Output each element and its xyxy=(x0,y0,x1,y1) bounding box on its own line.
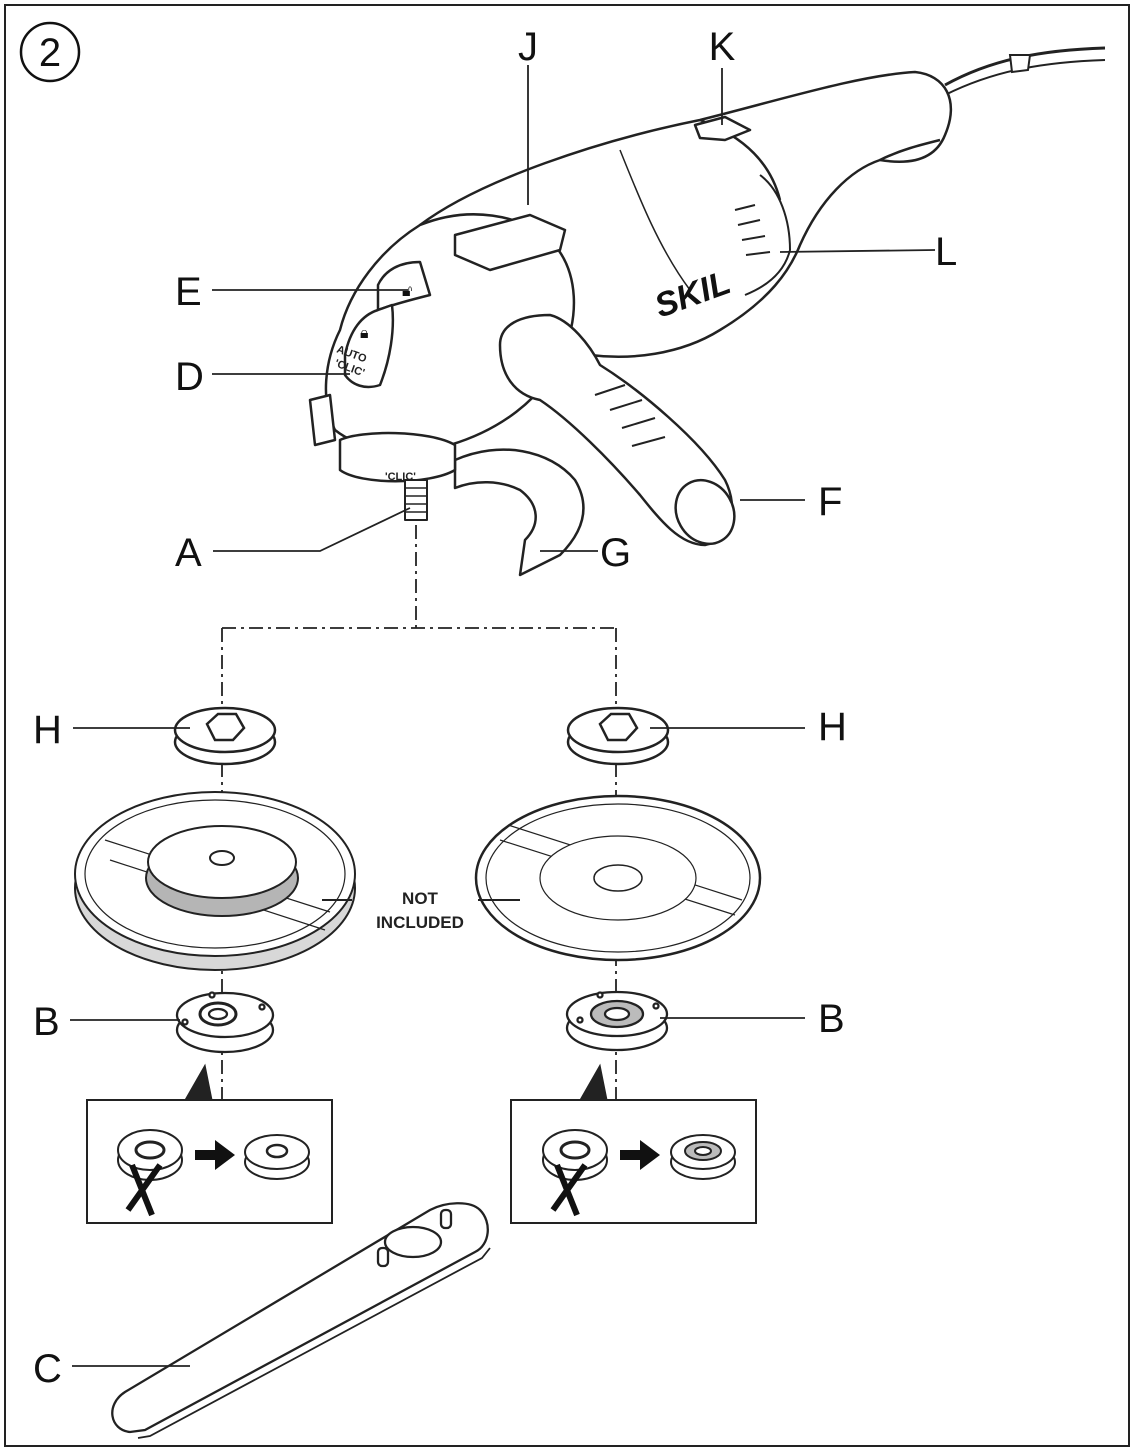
angle-grinder xyxy=(308,70,953,577)
right-support-flange xyxy=(565,990,669,1052)
left-grinding-disc xyxy=(74,791,356,971)
arrow-right-icon xyxy=(195,1140,235,1170)
label-D: D xyxy=(175,355,204,399)
label-E: E xyxy=(175,270,202,314)
label-K: K xyxy=(709,25,736,69)
right-cutting-disc xyxy=(474,794,762,962)
figure-number-badge: 2 xyxy=(19,21,81,83)
label-F: F xyxy=(818,480,842,524)
label-H-right: H xyxy=(818,705,847,749)
scissors-icon xyxy=(125,1163,163,1217)
ventilation-slots xyxy=(734,174,791,296)
right-detail-box xyxy=(510,1063,757,1224)
lock-on-switch xyxy=(693,115,752,142)
spindle xyxy=(404,479,428,521)
left-clamp-nut xyxy=(173,706,277,766)
figure-number: 2 xyxy=(39,31,61,75)
not-included-line2: INCLUDED xyxy=(376,913,464,932)
lock-icon: 🔒︎ xyxy=(360,323,369,342)
on-off-switch xyxy=(453,213,567,272)
not-included-line1: NOT xyxy=(402,889,439,908)
left-support-flange xyxy=(175,991,275,1054)
arrow-right-icon xyxy=(620,1140,660,1170)
figure-border xyxy=(4,4,1130,1447)
clic-marking: 'CLIC' xyxy=(385,471,416,483)
label-H-left: H xyxy=(33,708,62,752)
clic-collar xyxy=(338,431,457,483)
right-clamp-nut xyxy=(566,706,670,766)
scissors-icon xyxy=(550,1163,588,1217)
auto-clic-lock-button xyxy=(343,303,395,389)
two-pin-spanner xyxy=(111,1202,491,1439)
label-G: G xyxy=(600,531,631,575)
wheel-guard xyxy=(453,448,585,577)
label-B-left: B xyxy=(33,1000,60,1044)
label-C: C xyxy=(33,1347,62,1391)
label-B-right: B xyxy=(818,997,845,1041)
label-A: A xyxy=(175,531,202,575)
label-L: L xyxy=(935,230,957,274)
label-J: J xyxy=(518,25,538,69)
left-detail-box xyxy=(86,1063,333,1224)
leader-lines xyxy=(70,65,936,1367)
